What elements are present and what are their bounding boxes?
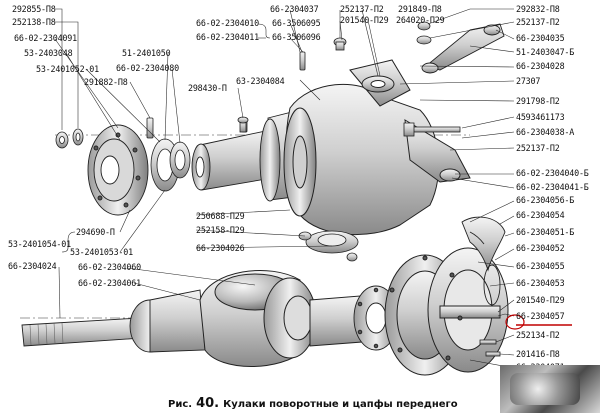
seal-ring-detail xyxy=(461,216,506,306)
caption-prefix: Рис. xyxy=(168,399,193,410)
part-label: 66-02-2304010 xyxy=(196,18,259,28)
part-label: 51-2401050 xyxy=(122,48,171,58)
part-label: 66-02-2304080 xyxy=(116,63,179,73)
part-label: 291849-П8 xyxy=(398,4,442,14)
part-label: 201416-П8 xyxy=(516,349,560,359)
part-label: 66-2304028 xyxy=(516,61,565,71)
part-label: 252137-П2 xyxy=(340,4,384,14)
part-label: 66-02-2304011 xyxy=(196,32,259,42)
part-label: 53-2401054-01 xyxy=(8,239,71,249)
leader-lines xyxy=(54,8,515,369)
part-label: 66-2304052 xyxy=(516,243,565,253)
part-label: 298430-П xyxy=(188,83,227,93)
part-label: 66-2304051-Б xyxy=(516,227,575,237)
part-label: 292832-П8 xyxy=(516,4,560,14)
part-label: 201540-П29 xyxy=(340,15,389,25)
part-label: 66-02-2304091 xyxy=(14,33,77,43)
steering-knuckle xyxy=(283,59,471,236)
part-label: 252138-П8 xyxy=(12,17,56,27)
caption-text: Кулаки поворотные и цапфы переднего xyxy=(223,399,458,410)
part-label: 66-2304055 xyxy=(516,261,565,271)
part-label: 66-2304026 xyxy=(196,243,245,253)
part-label: 63-2304084 xyxy=(236,76,285,86)
part-label: 252137-П2 xyxy=(516,17,560,27)
part-label: 53-2403048 xyxy=(24,48,73,58)
part-label: 252137-П2 xyxy=(516,143,560,153)
part-label: 66-02-2304040-Б xyxy=(516,168,589,178)
thumbnail-part xyxy=(510,373,580,405)
part-label: 53-2401053-01 xyxy=(70,247,133,257)
thumbnail-photo xyxy=(500,365,600,413)
part-label: 252158-П29 xyxy=(196,225,245,235)
part-label: 66-2304054 xyxy=(516,210,565,220)
bearing-ring xyxy=(150,138,191,192)
part-label: 66-02-2304061 xyxy=(78,278,141,288)
part-label: 4593461173 xyxy=(516,112,565,122)
nut-washer-group xyxy=(55,128,84,149)
part-label: 66-2304057 xyxy=(516,311,565,321)
part-label: 201540-П29 xyxy=(516,295,565,305)
top-small-parts xyxy=(333,21,432,51)
hub-flange xyxy=(87,124,149,216)
part-label: 292855-П8 xyxy=(12,4,56,14)
caption-number: 40. xyxy=(196,396,220,411)
part-label: 66-2304024 xyxy=(8,261,57,271)
part-label: 294690-П xyxy=(76,227,115,237)
part-label: 51-2403047-Б xyxy=(516,47,575,57)
small-bolt xyxy=(237,116,249,133)
part-label: 66-2304056-Б xyxy=(516,195,575,205)
axle-shaft xyxy=(21,289,206,353)
part-label: 27307 xyxy=(516,76,541,86)
part-label: 264020-П29 xyxy=(396,15,445,25)
part-label: 250688-П29 xyxy=(196,211,245,221)
part-label: 66-2304035 xyxy=(516,33,565,43)
part-label: 66-02-2304060 xyxy=(78,262,141,272)
part-label: 252134-П2 xyxy=(516,330,560,340)
part-label: 291798-П2 xyxy=(516,96,560,106)
cv-joint-housing xyxy=(199,270,363,367)
part-label: 291882-П8 xyxy=(84,77,128,87)
part-label: 53-2401052-01 xyxy=(36,64,99,74)
part-label: 66-2304037 xyxy=(270,4,319,14)
part-label: 66-02-2304041-Б xyxy=(516,182,589,192)
part-label: 66-2304038-А xyxy=(516,127,575,137)
highlight-circle xyxy=(505,314,525,330)
part-label: 66-2304053 xyxy=(516,278,565,288)
part-label: 66-3506096 xyxy=(272,32,321,42)
steering-arm xyxy=(421,23,505,74)
bolt xyxy=(403,122,461,137)
figure-caption: Рис.40.Кулаки поворотные и цапфы передне… xyxy=(168,396,458,411)
part-label: 66-3506095 xyxy=(272,18,321,28)
